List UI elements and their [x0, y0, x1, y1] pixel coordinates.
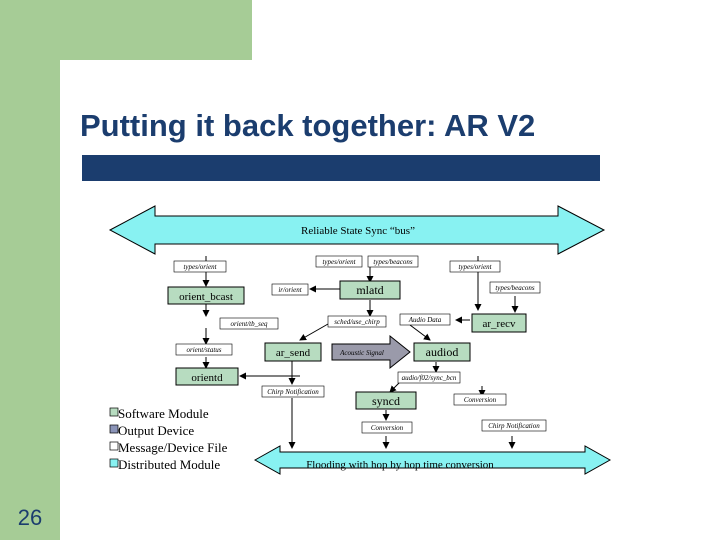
- acoustic-signal-label: Acoustic Signal: [339, 349, 384, 357]
- message-types-beacons-right: types/beacons: [489, 281, 541, 294]
- message-orient-status: orient/status: [175, 343, 233, 356]
- message-conversion-left: Conversion: [361, 421, 413, 434]
- module-orient-bcast: orient_bcast: [167, 286, 245, 305]
- svg-text:orient/tb_seq: orient/tb_seq: [231, 320, 268, 328]
- distributed-module-icon: [109, 458, 119, 468]
- message-types-beacons-mid: types/beacons: [367, 255, 419, 268]
- message-conversion-right: Conversion: [453, 393, 507, 406]
- module-orientd: orientd: [175, 367, 239, 386]
- acoustic-signal-arrow: Acoustic Signal: [331, 334, 411, 370]
- message-orient-cache: ir/orient: [271, 283, 309, 296]
- message-types-orient-left: types/orient: [173, 260, 227, 273]
- module-ar-recv: ar_recv: [471, 313, 527, 333]
- message-types-orient-mid: types/orient: [315, 255, 363, 268]
- message-chirp-notification-right: Chirp Notification: [481, 419, 547, 432]
- module-syncd: syncd: [355, 391, 417, 410]
- arrow-audio-to-audiod: [409, 324, 431, 341]
- module-audiod: audiod: [413, 342, 471, 362]
- background-band-left: [0, 0, 60, 540]
- bottom-bus-label: Flooding with hop by hop time conversion: [306, 459, 494, 471]
- legend-output-device: Output Device: [118, 423, 194, 438]
- svg-text:Conversion: Conversion: [464, 396, 497, 404]
- svg-text:syncd: syncd: [372, 394, 400, 408]
- arrow-schedule-to-ar-send: [299, 323, 329, 341]
- message-audio-data: Audio Data: [399, 313, 451, 326]
- legend-software-module: Software Module: [118, 406, 209, 421]
- top-bus-label: Reliable State Sync “bus”: [301, 225, 415, 237]
- svg-text:types/orient: types/orient: [322, 258, 356, 266]
- svg-text:ar_send: ar_send: [276, 347, 311, 359]
- message-audio-sync: audio/f02/sync_bcn: [397, 371, 461, 384]
- svg-text:types/orient: types/orient: [458, 263, 492, 271]
- module-mlatd: mlatd: [339, 280, 401, 300]
- message-types-orient-right: types/orient: [449, 260, 501, 273]
- svg-text:Conversion: Conversion: [371, 424, 404, 432]
- page-title: Putting it back together: AR V2: [80, 108, 536, 143]
- module-ar-send: ar_send: [264, 342, 322, 362]
- background-band-top: [0, 0, 252, 60]
- svg-text:sched/use_chirp: sched/use_chirp: [334, 318, 380, 326]
- svg-text:ar_recv: ar_recv: [483, 318, 516, 330]
- svg-text:audiod: audiod: [426, 345, 459, 359]
- message-file-icon: [109, 441, 119, 451]
- svg-text:types/beacons: types/beacons: [373, 258, 413, 266]
- svg-text:types/orient: types/orient: [183, 263, 217, 271]
- top-bus: Reliable State Sync “bus”: [108, 205, 606, 255]
- svg-text:Chirp Notification: Chirp Notification: [267, 388, 319, 396]
- software-module-icon: [109, 407, 119, 417]
- connector-arrows: [202, 256, 519, 449]
- message-files: types/orient types/orient types/beacons …: [173, 255, 547, 434]
- svg-text:orient_bcast: orient_bcast: [179, 291, 233, 303]
- message-chirp-notification-left: Chirp Notification: [261, 385, 325, 398]
- message-schedule-chirp: sched/use_chirp: [327, 315, 387, 328]
- svg-text:Chirp Notification: Chirp Notification: [488, 422, 540, 430]
- message-orient-tb-seq: orient/tb_seq: [219, 317, 279, 330]
- legend-distributed-module: Distributed Module: [118, 457, 220, 472]
- title-underline-bar: [82, 155, 600, 181]
- svg-text:audio/f02/sync_bcn: audio/f02/sync_bcn: [402, 374, 457, 382]
- svg-text:orientd: orientd: [191, 372, 223, 384]
- svg-text:orient/status: orient/status: [186, 346, 221, 354]
- legend: Software Module Output Device Message/De…: [109, 406, 228, 472]
- svg-text:types/beacons: types/beacons: [495, 284, 535, 292]
- output-device-icon: [109, 424, 119, 434]
- legend-message-file: Message/Device File: [118, 440, 228, 455]
- arrow-sync-to-syncd: [389, 381, 401, 393]
- svg-text:ir/orient: ir/orient: [278, 286, 302, 294]
- svg-text:mlatd: mlatd: [356, 283, 383, 297]
- bottom-bus: Flooding with hop by hop time conversion: [253, 445, 612, 475]
- svg-text:Audio Data: Audio Data: [408, 316, 442, 324]
- page-number: 26: [17, 505, 43, 530]
